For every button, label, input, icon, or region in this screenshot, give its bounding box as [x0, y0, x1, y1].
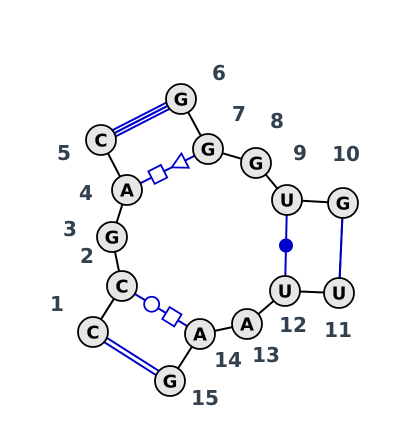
pair-4-7	[139, 151, 196, 186]
nucleotide-circle	[240, 147, 272, 179]
nucleotide-circle	[184, 318, 216, 350]
nucleotide-index-label: 8	[270, 109, 284, 133]
pair-triangle-symbol	[169, 151, 191, 169]
backbone-segment-2-3	[114, 251, 120, 272]
nucleotide-circle	[271, 184, 303, 216]
backbone-segment-6-7	[187, 111, 202, 137]
nucleotide-4: A	[111, 174, 143, 206]
nucleotide-index-label: 6	[212, 61, 226, 85]
nucleotide-base-letter: A	[120, 181, 134, 202]
nucleotide-circle	[327, 187, 359, 219]
nucleotide-3: G	[96, 221, 128, 253]
nucleotide-base-letter: U	[278, 282, 293, 303]
backbone-segment-9-10	[301, 199, 329, 204]
nucleotide-index-label: 11	[324, 318, 352, 342]
pair-line-2-14	[134, 293, 188, 327]
pair-line-1-15-0	[106, 337, 160, 372]
nucleotide-base-letter: C	[115, 277, 128, 298]
nucleotide-base-letter: G	[105, 228, 120, 249]
pair-circle-symbol	[143, 295, 161, 313]
nucleotide-circle	[231, 308, 263, 340]
pair-1-15	[103, 337, 160, 376]
nucleotide-base-letter: C	[94, 131, 107, 152]
nucleotide-base-letter: U	[280, 191, 295, 212]
pair-5-6	[112, 101, 170, 138]
nucleotide-circle	[269, 275, 301, 307]
base-pair-layer	[103, 101, 344, 376]
nucleotide-base-letter: C	[86, 323, 99, 344]
backbone-segment-11-12	[299, 290, 325, 294]
nucleotide-circle	[96, 221, 128, 253]
nucleotide-index-label: 7	[232, 102, 246, 126]
nucleotide-7: G	[192, 133, 224, 165]
backbone-segment-3-4	[115, 203, 124, 224]
nucleotide-index-label: 2	[80, 244, 94, 268]
nucleotide-circle	[85, 124, 117, 156]
nucleotide-index-label: 14	[214, 348, 242, 372]
nucleotide-base-letter: G	[174, 90, 189, 111]
pair-dot-symbol	[279, 238, 293, 253]
backbone-segment-4-5	[107, 152, 121, 178]
nucleotide-index-label: 1	[50, 292, 64, 316]
nucleotide-index-label: 15	[191, 386, 219, 410]
nucleotide-circle	[192, 133, 224, 165]
nucleotide-11: U	[323, 277, 355, 309]
nucleotide-base-letter: G	[163, 372, 178, 393]
pair-2-14	[134, 293, 188, 328]
nucleotide-13: A	[231, 308, 263, 340]
nucleotide-circle	[111, 174, 143, 206]
nucleotide-circle	[106, 270, 138, 302]
backbone-segment-8-9	[264, 173, 279, 190]
nucleotide-2: C	[106, 270, 138, 302]
nucleotide-base-letter: U	[332, 284, 347, 305]
pair-9-12	[279, 214, 293, 277]
nucleotide-index-label: 3	[63, 217, 77, 241]
backbone-segment-1-2	[100, 298, 115, 320]
pair-square-symbol	[161, 305, 183, 328]
nucleotide-5: C	[85, 124, 117, 156]
pair-line-10-11	[338, 217, 344, 279]
nucleotide-index-label: 13	[252, 343, 280, 367]
pair-line-4-7	[139, 154, 196, 185]
pair-10-11	[338, 217, 344, 279]
nucleotide-base-letter: A	[240, 315, 254, 336]
nucleotide-index-label: 5	[57, 141, 71, 165]
nucleotide-circle	[154, 365, 186, 397]
nucleotide-8: G	[240, 147, 272, 179]
nucleotide-10: G	[327, 187, 359, 219]
nucleotide-base-letter: A	[193, 325, 207, 346]
nucleotide-15: G	[154, 365, 186, 397]
nucleotide-circle	[165, 83, 197, 115]
nucleotide-1: C	[77, 316, 109, 348]
nucleotide-6: G	[165, 83, 197, 115]
nucleotide-12: U	[269, 275, 301, 307]
pair-line-5-6-2	[115, 108, 170, 138]
pair-line-1-15-1	[103, 341, 157, 376]
nucleotide-14: A	[184, 318, 216, 350]
nucleotide-9: U	[271, 184, 303, 216]
nucleotide-index-label: 9	[293, 141, 307, 165]
backbone-segment-13-14	[214, 326, 233, 332]
nucleotide-base-letter: G	[201, 140, 216, 161]
backbone-segment-12-13	[257, 300, 275, 315]
backbone-segment-7-8	[222, 152, 242, 160]
nucleotide-base-letter: G	[336, 194, 351, 215]
nucleotide-base-letter: G	[249, 154, 264, 175]
pair-line-5-6-0	[112, 101, 167, 131]
nucleotide-index-label: 4	[79, 181, 93, 205]
pair-square-symbol	[147, 163, 169, 186]
nucleotide-circle	[323, 277, 355, 309]
nucleotide-index-label: 12	[279, 313, 307, 337]
pair-line-5-6-1	[113, 104, 169, 135]
nucleotide-index-label: 10	[332, 142, 360, 166]
nucleotide-circle	[77, 316, 109, 348]
backbone-segment-14-15	[177, 346, 193, 369]
